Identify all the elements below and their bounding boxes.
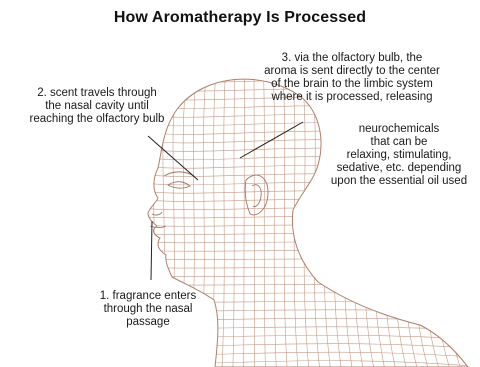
mesh-line-vertical xyxy=(233,70,235,367)
mesh-line-horizontal xyxy=(140,216,470,219)
mesh-line-vertical xyxy=(254,70,255,367)
mesh-line-horizontal xyxy=(140,344,470,348)
label-step-2: 2. scent travels through the nasal cavit… xyxy=(18,87,176,126)
mesh-line-horizontal xyxy=(140,191,470,196)
mesh-line-vertical xyxy=(359,70,375,367)
mesh-line-vertical xyxy=(378,70,396,367)
mesh-line-vertical xyxy=(273,70,276,367)
mesh-line-vertical xyxy=(387,70,407,367)
mesh-line-horizontal xyxy=(140,352,470,357)
mesh-line-vertical xyxy=(222,70,226,367)
mesh-line-vertical xyxy=(425,70,450,367)
mesh-line-horizontal xyxy=(140,259,470,260)
mesh-line-vertical xyxy=(368,70,385,367)
mesh-line-horizontal xyxy=(140,361,470,366)
mesh-line-horizontal xyxy=(140,242,470,244)
mesh-line-vertical xyxy=(340,70,353,367)
mesh-line-vertical xyxy=(416,70,440,367)
mesh-line-vertical xyxy=(435,70,462,367)
mesh-line-vertical xyxy=(264,70,266,367)
mesh-line-horizontal xyxy=(140,225,470,228)
nostril xyxy=(152,212,162,215)
label-step-1: 1. fragrance enters through the nasal pa… xyxy=(92,290,204,329)
mesh-line-horizontal xyxy=(140,276,470,277)
mesh-line-vertical xyxy=(444,70,472,367)
leader-line-step1 xyxy=(151,221,152,280)
mesh-line-horizontal xyxy=(140,250,470,252)
ear-inner xyxy=(252,185,261,207)
mesh-line-horizontal xyxy=(140,208,470,212)
mesh-line-vertical xyxy=(454,70,480,367)
mesh-line-horizontal xyxy=(140,199,470,203)
mesh-line-vertical xyxy=(330,70,342,367)
facial-features xyxy=(150,172,268,228)
mesh-line-vertical xyxy=(349,70,363,367)
mesh-line-vertical xyxy=(397,70,418,367)
mesh-line-vertical xyxy=(211,70,216,367)
mesh-line-horizontal xyxy=(140,106,470,112)
mesh-line-vertical xyxy=(311,70,320,367)
label-step-3-continued: neurochemicals that can be relaxing, sti… xyxy=(318,123,480,188)
mesh-line-horizontal xyxy=(140,267,470,268)
label-step-3: 3. via the olfactory bulb, the aroma is … xyxy=(232,52,472,104)
mesh-line-vertical xyxy=(244,70,245,367)
mesh-line-horizontal xyxy=(140,233,470,235)
mesh-line-vertical xyxy=(321,70,331,367)
